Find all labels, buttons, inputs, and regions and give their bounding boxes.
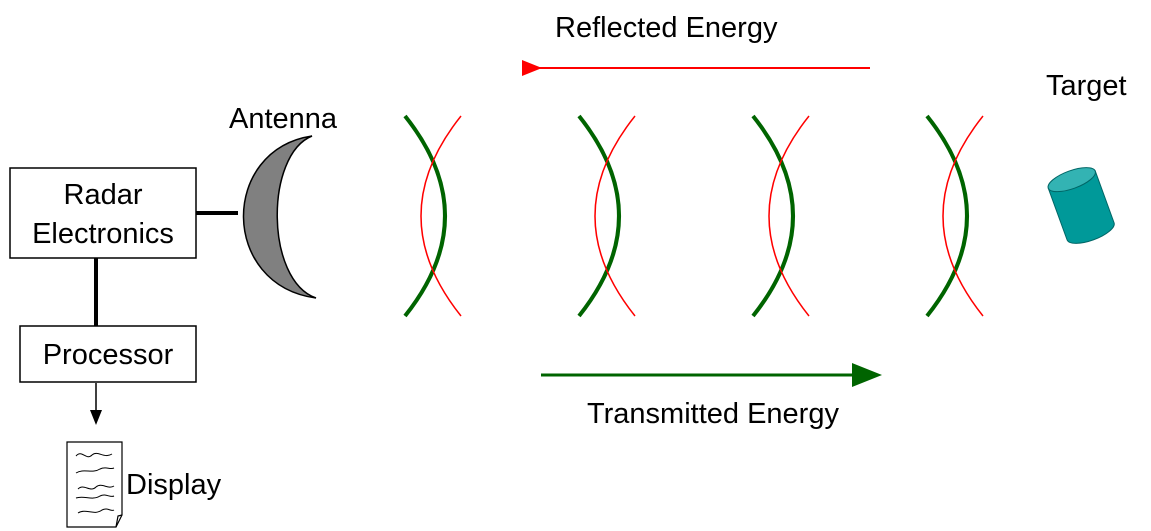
reflected-wavefront — [768, 115, 810, 317]
display-label: Display — [126, 469, 222, 501]
reflected-wavefront — [942, 115, 984, 317]
transmitted-wavefront — [925, 114, 969, 318]
paper-document-icon — [66, 441, 123, 528]
reflected-wavefront — [594, 115, 636, 317]
processor-label: Processor — [43, 339, 174, 371]
radar-electronics-box — [9, 167, 197, 259]
antenna-label: Antenna — [229, 103, 338, 135]
reflected-wavefront — [420, 115, 462, 317]
transmitted-energy-label: Transmitted Energy — [587, 398, 839, 430]
wavefront-group-3 — [751, 114, 810, 318]
reflected-energy-label: Reflected Energy — [555, 12, 778, 44]
dish-antenna-icon — [242, 135, 317, 299]
transmitted-wavefront — [751, 114, 795, 318]
radar-electronics-label-line2: Electronics — [32, 218, 174, 250]
transmitted-wavefront — [403, 114, 447, 318]
radar-electronics-label-line1: Radar — [64, 179, 143, 211]
target-label: Target — [1046, 70, 1127, 102]
transmitted-wavefront — [577, 114, 621, 318]
processor-box — [19, 325, 197, 383]
wavefront-group-4 — [925, 114, 984, 318]
cylinder-target-icon — [1047, 167, 1115, 244]
wavefront-group-1 — [403, 114, 462, 318]
wavefront-group-2 — [577, 114, 636, 318]
